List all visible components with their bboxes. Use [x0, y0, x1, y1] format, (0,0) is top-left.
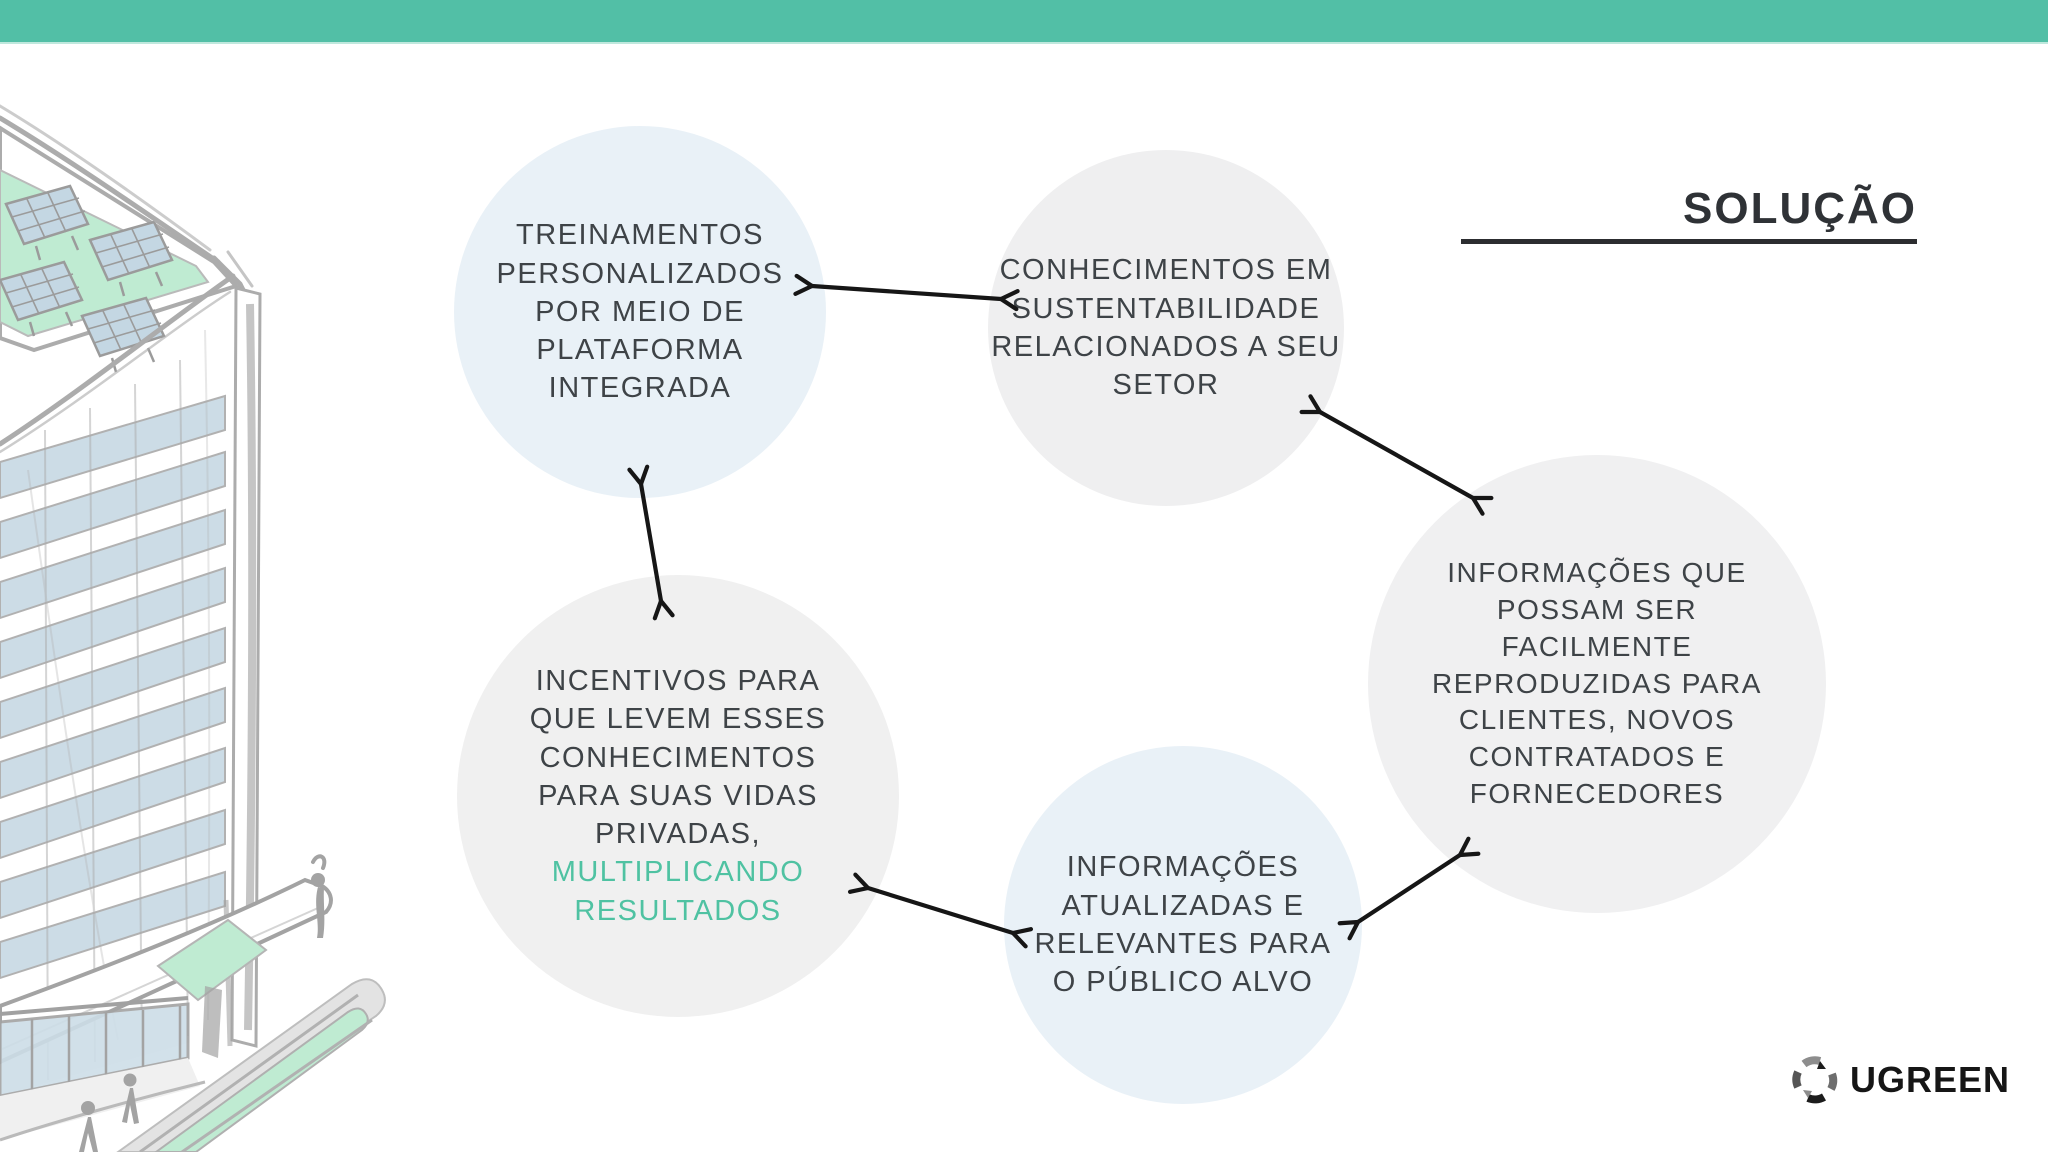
ugreen-logo: UGREEN: [1790, 1052, 2010, 1108]
base-balustrade: [0, 996, 206, 1142]
circle-incentivos-label: INCENTIVOS PARA QUE LEVEM ESSES CONHECIM…: [530, 624, 827, 968]
arrow-incentivos-atualizadas: [868, 888, 1013, 933]
figure-on-canopy: [311, 854, 327, 938]
ugreen-logo-mark: [1792, 1056, 1838, 1104]
building-illustration: [0, 104, 386, 1152]
circle-informacoes-reproduzidas: INFORMAÇÕES QUE POSSAM SER FACILMENTE RE…: [1368, 455, 1826, 913]
pedestrian-figures: [79, 1073, 139, 1152]
circle-treinamentos-label: TREINAMENTOS PERSONALIZADOS POR MEIO DE …: [496, 219, 784, 405]
roof-sketch-lines: [0, 104, 254, 454]
arrow-conhecimentos-reproduzidas: [1320, 412, 1473, 498]
arrow-treinamentos-conhecimentos: [812, 286, 1001, 299]
circle-conhecimentos: CONHECIMENTOS EM SUSTENTABILIDADE RELACI…: [988, 150, 1344, 506]
circle-informacoes-atualizadas: INFORMAÇÕES ATUALIZADAS E RELEVANTES PAR…: [1004, 746, 1362, 1104]
arrow-reproduzidas-atualizadas: [1358, 855, 1460, 922]
building-sketch-group: [0, 104, 386, 1152]
planter-walkway: [116, 978, 386, 1152]
circle-conhecimentos-label: CONHECIMENTOS EM SUSTENTABILIDADE RELACI…: [991, 254, 1341, 402]
circle-treinamentos: TREINAMENTOS PERSONALIZADOS POR MEIO DE …: [454, 126, 826, 498]
page-title: SOLUÇÃO: [1683, 184, 1917, 233]
circle-incentivos-accent-text: MULTIPLICANDO RESULTADOS: [551, 856, 805, 927]
circle-incentivos-dark-text: INCENTIVOS PARA QUE LEVEM ESSES CONHECIM…: [529, 665, 827, 851]
circle-informacoes-atualizadas-label: INFORMAÇÕES ATUALIZADAS E RELEVANTES PAR…: [1034, 851, 1332, 999]
circle-incentivos: INCENTIVOS PARA QUE LEVEM ESSES CONHECIM…: [457, 575, 899, 1017]
ugreen-logo-text: UGREEN: [1849, 1059, 2010, 1100]
top-accent-bar: [0, 0, 2048, 44]
circle-informacoes-reproduzidas-label: INFORMAÇÕES QUE POSSAM SER FACILMENTE RE…: [1432, 556, 1762, 810]
title-underline: [1461, 239, 1917, 244]
solar-panels: [0, 184, 174, 373]
facade-window-bands: [0, 394, 226, 980]
podium-green-patch: [156, 918, 268, 1002]
